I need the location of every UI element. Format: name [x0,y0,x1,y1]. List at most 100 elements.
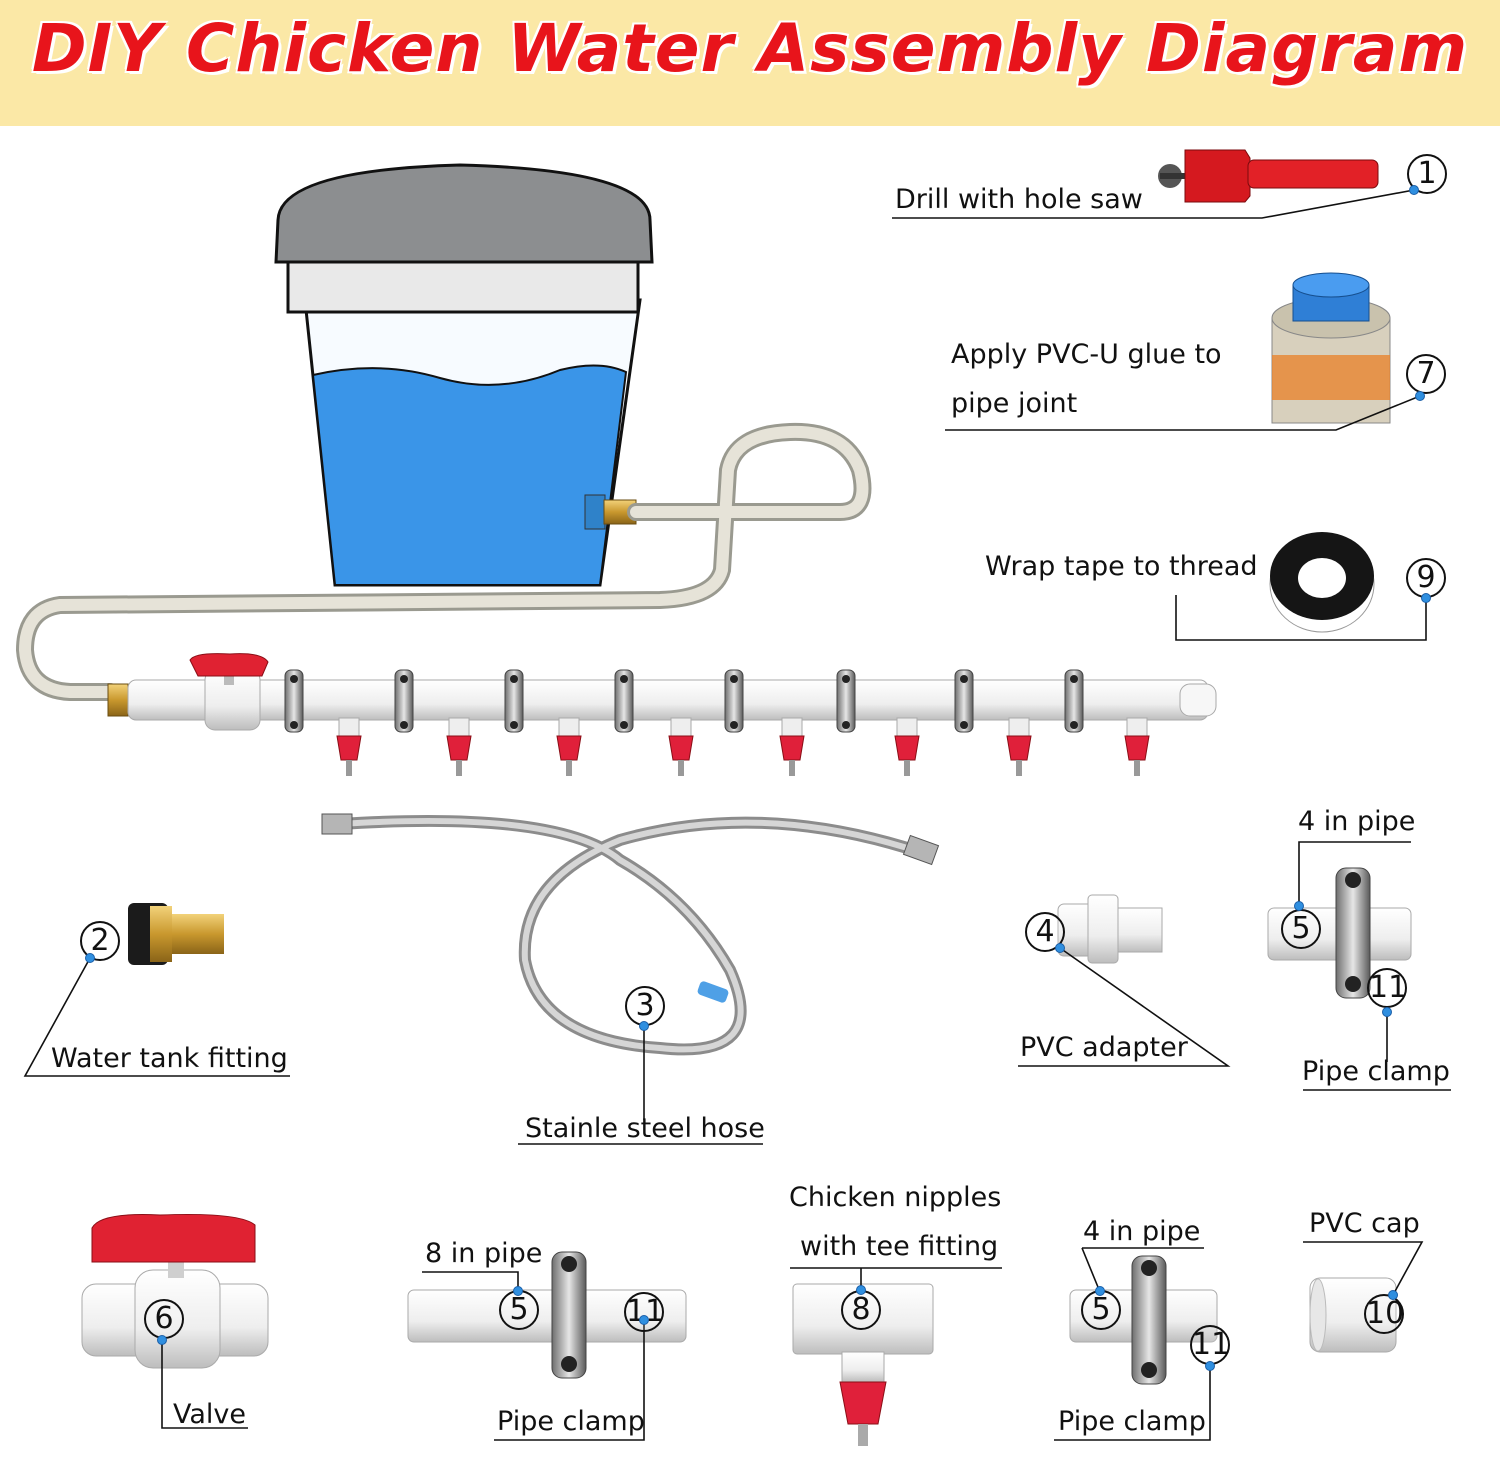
manifold-clamp [836,669,856,733]
tee-stem [896,717,918,737]
water-bucket-icon [274,163,654,587]
callout-dot [85,953,95,963]
part-1-number: 1 [1407,154,1447,194]
callout-dot [1205,1361,1215,1371]
manifold-nipples [336,717,1150,776]
tee-stem [1126,717,1148,737]
ball-valve-icon [81,1213,269,1369]
callout-dot [1421,593,1431,603]
leader-lines [23,189,1451,1441]
pipe-8in-icon [407,1251,687,1379]
part-7-label-line1: Apply PVC-U glue to [951,339,1222,370]
callout-dot [1382,1007,1392,1017]
part-5-number-top: 5 [1281,909,1321,949]
pipe-4in-bottom-number: 5 [1081,1290,1121,1330]
callout-dot [1055,943,1065,953]
page-title: DIY Chicken Water Assembly Diagram [31,10,1469,87]
tee-stem [670,717,692,737]
manifold-clamp [614,669,634,733]
manifold-clamp [724,669,744,733]
brass-fitting-icon [128,903,224,965]
pipe-8in-label: 8 in pipe [425,1238,543,1269]
glue-can-icon [1271,272,1391,424]
pipe-clamp-top-label: Pipe clamp [1302,1056,1450,1087]
supply-hose [15,422,872,701]
nipple [1006,735,1032,761]
part-6-label: Valve [173,1399,247,1430]
nipple [894,735,920,761]
nipple-pin [1016,760,1022,776]
clamp-screw [400,721,408,729]
callout-dot [639,1021,649,1031]
clamp-screw [842,721,850,729]
pipe-8in-clamp-number: 11 [624,1292,664,1332]
pipe-4in-bottom-label: 4 in pipe [1083,1216,1201,1247]
callout-dot [1415,391,1425,401]
clamp-screw [1070,721,1078,729]
callout-dot [1095,1286,1105,1296]
tee-stem [558,717,580,737]
clamp-screw [960,721,968,729]
part-7-label-line2: pipe joint [951,388,1078,419]
braided-hose-icon [321,813,940,1056]
part-4-label: PVC adapter [1020,1032,1188,1063]
nipple-pin [346,760,352,776]
manifold-clamp [1064,669,1084,733]
clamp-screw [620,675,628,683]
pvc-adapter-icon [1057,894,1163,964]
callout-dot [1409,185,1419,195]
nipple [446,735,472,761]
pipe-8in-clamp-label: Pipe clamp [497,1406,645,1437]
tee-nipple-icon [792,1283,934,1446]
nipple-pin [1134,760,1140,776]
part-1-label: Drill with hole saw [895,184,1143,215]
part-9-label: Wrap tape to thread [985,551,1258,582]
manifold-clamp [394,669,414,733]
callout-dot [513,1286,523,1296]
nipple-pin [678,760,684,776]
clamp-screw [842,675,850,683]
callout-dot [856,1285,866,1295]
pipe-4in-bottom-clamp-number: 11 [1190,1325,1230,1365]
part-9-number: 9 [1406,558,1446,598]
part-11-number-top: 11 [1367,968,1407,1008]
clamp-screw [290,721,298,729]
pipe-8in-number: 5 [499,1290,539,1330]
nipple [668,735,694,761]
part-3-label: Stainle steel hose [525,1113,765,1144]
nipple [779,735,805,761]
nipple-label-line2: with tee fitting [800,1231,999,1262]
callout-dot [1294,901,1304,911]
callout-dot [157,1335,167,1345]
nipple [336,735,362,761]
nipple-label-line1: Chicken nipples [789,1182,1002,1213]
tape-roll-icon [1269,532,1375,633]
tee-stem [338,717,360,737]
clamp-screw [960,675,968,683]
clamp-screw [510,675,518,683]
nipple-pin [566,760,572,776]
part-2-label: Water tank fitting [51,1043,288,1074]
tee-stem [781,717,803,737]
clamp-screw [400,675,408,683]
hole-saw-icon [1158,149,1379,203]
tee-stem [448,717,470,737]
manifold-clamp [284,669,304,733]
clamp-screw [620,721,628,729]
part-6-number: 6 [144,1299,184,1339]
callout-dot [639,1315,649,1325]
tee-stem [1008,717,1030,737]
manifold-assembly [107,653,1217,731]
nipple-pin [789,760,795,776]
callout-dot [1388,1290,1398,1300]
clamp-screw [290,675,298,683]
nipple [556,735,582,761]
part-7-number: 7 [1406,354,1446,394]
manifold-clamps [284,669,1084,733]
title-banner [0,0,1500,126]
clamp-screw [510,721,518,729]
nipple-number: 8 [841,1290,881,1330]
pvc-cap-number: 10 [1364,1294,1404,1334]
manifold-clamp [954,669,974,733]
